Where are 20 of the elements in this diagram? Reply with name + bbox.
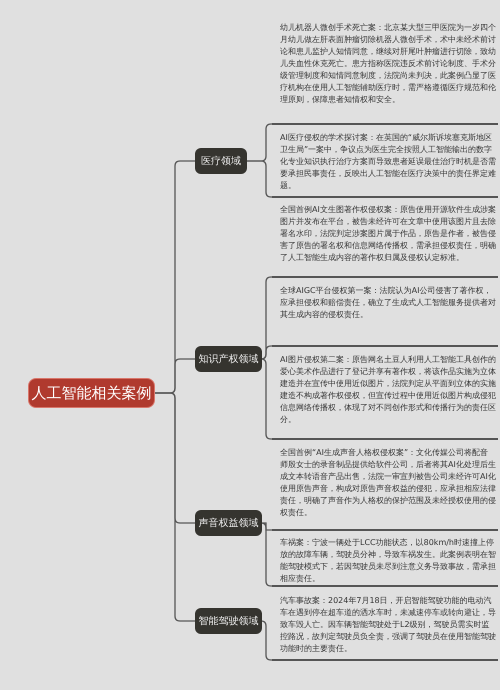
case-description: 幼儿机器人微创手术死亡案：北京某大型三甲医院为一岁四个月幼儿做左肝表面肿瘤切除机器人微创手术，术中未经术前讨论和患儿监护人知情同意，继续对肝尾叶肿瘤进行切除，致幼儿失血性休克死亡。患方指称医院违反术前讨论制度、手术分级管理制度和知情同意制度，法院尚未判决，此案例凸显了医疗机构在使用人工智能辅助医疗时，需严格遵循医疗规范和伦理原则，保障患者知情权和安全。 <box>272 20 498 125</box>
case-description: 全球AIGC平台侵权第一案：法院认为AI公司侵害了著作权，应承担侵权和赔偿责任，确立了生成式人工智能服务提供者对其生成内容的侵权责任。 <box>272 283 498 347</box>
connector-line <box>262 522 272 531</box>
case-description: 车祸案：宁波一辆处于LCC功能状态，以80km/h时速撞上停放的故障车辆，驾驶员分神，导致车祸发生。此案例表明在智能驾驶模式下，若因驾驶员未尽到注意义务导致事故，需承担相应责任。 <box>272 535 498 587</box>
branch-topic-box: 声音权益领域 <box>195 510 262 536</box>
connector-line <box>260 522 272 587</box>
connector-line <box>260 358 272 440</box>
branch-topic-box: 智能驾驶领域 <box>195 608 262 634</box>
connector-line <box>155 392 195 622</box>
case-description: AI医疗侵权的学术探讨案：在英国的“威尔斯诉埃塞克斯地区卫生局”一案中，争议点为医生完全按照人工智能输出的数字化专业知识执行治疗方案而导致患者延误最佳治疗时机是否需要承担民事责任，反映出人工智能在医疗决策中的责任界定难题。 <box>272 130 498 198</box>
central-topic-box: 人工智能相关案例 <box>28 378 155 408</box>
branch-topic-box: 知识产权领域 <box>195 346 262 372</box>
connector-line <box>247 160 272 198</box>
case-description: AI图片侵权第二案：原告网名土豆人利用人工智能工具创作的爱心美术作品进行了登记并享有著作权，将该作品实施为立体建造并在宣传中使用近似图片，法院判定从平面到立体的实施建造不构成著作权侵权，但宣传过程中使用近似图片构成侵犯信息网络传播权，体现了对不同创作形式和传播行为的责任区分。 <box>272 352 498 440</box>
branch-topic-box: 医疗领域 <box>195 148 247 174</box>
case-description: 全国首例AI文生图著作权侵权案：原告使用开源软件生成涉案图片并发布在平台，被告未经许可在文章中使用该图片且去除署名水印，法院判定涉案图片属于作品，原告是作者，被告侵害了原告的署名权和信息网络传播权，需承担侵权责任，明确了人工智能生成内容的著作权归属及侵权认定标准。 <box>272 202 498 278</box>
case-description: 汽车事故案：2024年7月18日，开启智能驾驶功能的电动汽车在遇到停在超车道的洒水车时，未减速停车或转向避让，导致车毁人亡。因车辆智能驾驶处于L2级别，驾驶员需实时监控路况，故判定驾驶员负全责，强调了驾驶员在使用智能驾驶功能时的主要责任。 <box>272 593 498 661</box>
connector-line <box>260 345 272 360</box>
connector-line <box>260 620 272 661</box>
case-description: 全国首例“AI生成声音人格权侵权案”：文化传媒公司将配音师殷女士的录音制品提供给软件公司，后者将其AI化处理后生成文本转语音产品出售，法院一审宣判被告公司未经许可AI化使用原告声音，构成对原告声音权益的侵犯，应承担相应法律责任，明确了声音作为人格权的保护范围及未经授权使用的侵权责任。 <box>272 445 498 531</box>
